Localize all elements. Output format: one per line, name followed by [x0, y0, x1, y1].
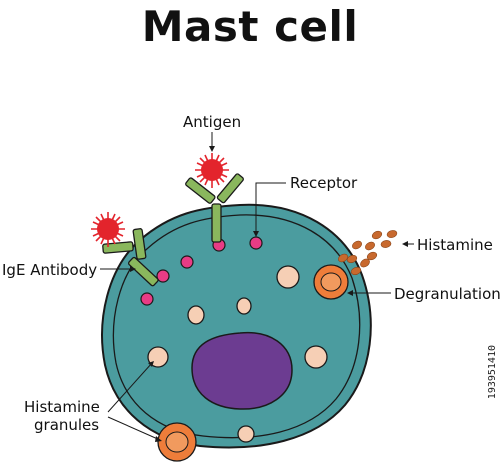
antigen-label: Antigen [183, 113, 242, 131]
leader-arrowheads [130, 146, 408, 442]
receptor-label: Receptor [290, 174, 358, 192]
degranulation-granule-top [313, 264, 349, 300]
antigen-upper [195, 153, 229, 188]
granule [304, 345, 328, 369]
receptor-dot [140, 292, 154, 306]
receptor-dot [249, 236, 263, 250]
receptor-dot [180, 255, 194, 269]
receptor-dot [156, 269, 170, 283]
granules-leader-top [107, 362, 153, 413]
degranulation-granule-bottom [157, 422, 197, 462]
ige-antibody-lower [102, 228, 159, 287]
granule [236, 297, 252, 315]
receptor-leader [255, 182, 286, 234]
leader-lines [100, 132, 414, 441]
granule [237, 425, 255, 443]
diagram-title: Mast cell [141, 2, 359, 51]
degranulation-label: Degranulation [394, 285, 500, 303]
antigen-lower [91, 212, 125, 247]
ige-antibody-label: IgE Antibody [2, 261, 98, 279]
granule [276, 265, 300, 289]
ige-antibody-upper [185, 173, 244, 243]
released-histamine [338, 230, 398, 276]
histamine-label: Histamine [417, 236, 493, 254]
nucleus [191, 331, 293, 410]
histamine-granules [147, 265, 328, 443]
stock-id: 193951410 [487, 345, 498, 400]
granule [187, 305, 205, 325]
inner-membrane [112, 214, 361, 439]
histamine-granules-label-line1: Histamine [24, 398, 100, 416]
histamine-granules-label-line2: granules [34, 416, 100, 434]
granules-leader-bottom [107, 416, 161, 441]
